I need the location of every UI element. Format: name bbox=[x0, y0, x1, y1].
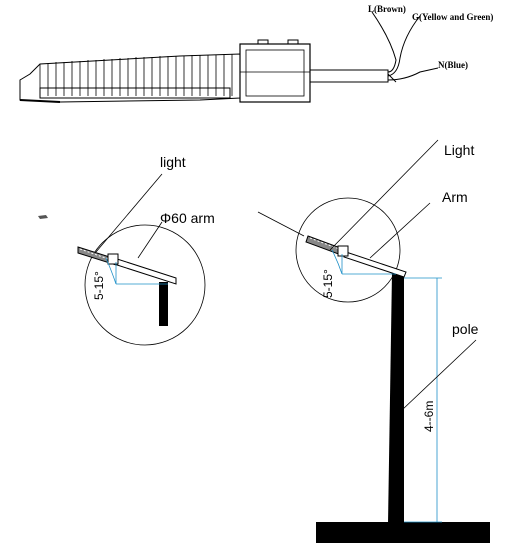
left-pole-stub bbox=[159, 282, 168, 326]
left-detail bbox=[77, 173, 206, 346]
detail-connector bbox=[257, 211, 305, 237]
right-light-leader bbox=[329, 139, 439, 251]
left-arm-label: Φ60 arm bbox=[160, 210, 215, 226]
left-detail-circle bbox=[84, 224, 206, 346]
driver-housing bbox=[239, 43, 311, 103]
right-assembly bbox=[295, 139, 490, 543]
left-angle-label: 5-15° bbox=[92, 271, 106, 300]
height-dimension bbox=[404, 277, 442, 523]
right-light-label: Light bbox=[444, 142, 474, 158]
right-arm-leader bbox=[369, 202, 431, 259]
wire-neutral-label: N(Blue) bbox=[438, 60, 468, 70]
right-arm-label: Arm bbox=[442, 189, 468, 205]
left-arm bbox=[113, 257, 177, 285]
pole-leader bbox=[401, 339, 477, 411]
wire-ground-label: G(Yellow and Green) bbox=[412, 12, 493, 22]
heat-sink-fins bbox=[39, 54, 233, 96]
lens-strip bbox=[39, 87, 231, 99]
stray-mark bbox=[38, 215, 48, 219]
cable-sleeve bbox=[309, 69, 389, 83]
left-light-leader bbox=[95, 173, 163, 253]
left-angle-guide bbox=[105, 257, 168, 285]
pole-base bbox=[316, 522, 490, 543]
right-angle-label: 5-15° bbox=[321, 269, 335, 298]
luminaire-body bbox=[19, 53, 241, 103]
left-light-label: light bbox=[160, 154, 186, 170]
right-angle-guide bbox=[331, 249, 396, 275]
height-label: 4--6m bbox=[422, 401, 436, 432]
pole bbox=[388, 272, 404, 524]
right-arm bbox=[343, 251, 407, 278]
wire-ground bbox=[387, 15, 421, 77]
wire-live bbox=[371, 11, 397, 73]
pole-label: pole bbox=[452, 321, 479, 337]
right-detail-circle bbox=[295, 197, 401, 303]
luminaire-side-view bbox=[19, 11, 439, 103]
wire-neutral bbox=[387, 67, 439, 81]
left-arm-leader bbox=[137, 221, 163, 259]
wire-live-label: L(Brown) bbox=[368, 4, 406, 14]
